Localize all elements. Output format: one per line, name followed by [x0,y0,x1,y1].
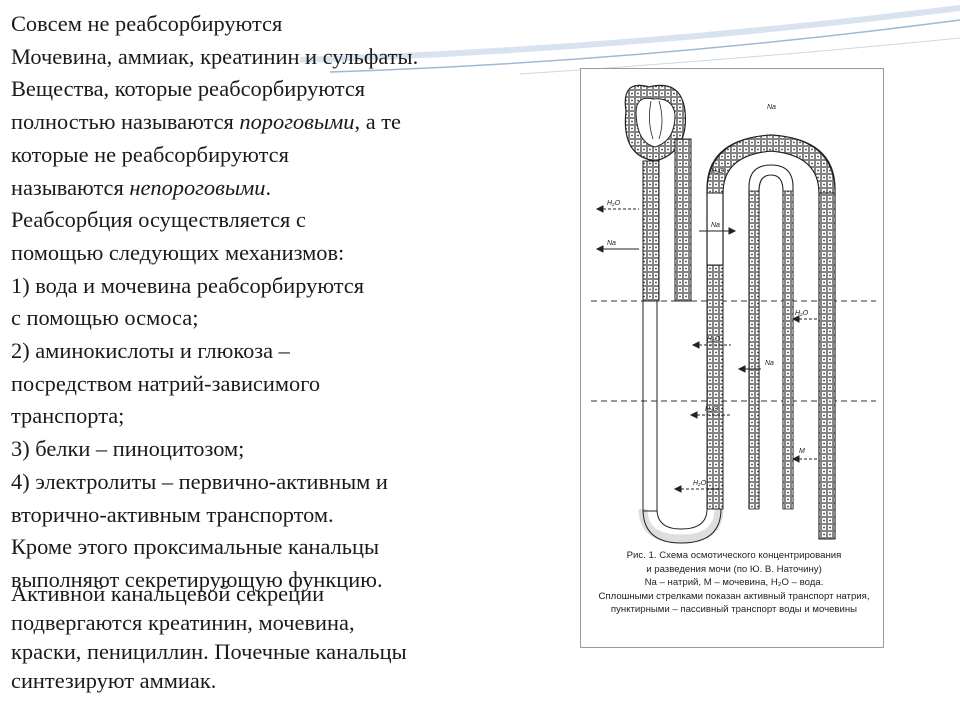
text-line-8: помощью следующих механизмов: [11,239,345,265]
label-na: Na [607,240,616,247]
label-h2o: H₂O [711,168,725,175]
text-line-14: 3) белки – пиноцитозом; [11,436,245,462]
label-h2o: H₂O [693,480,707,487]
label-na: Na [711,222,720,229]
caption-line-3: Na – натрий, М – мочевина, H₂O – вода. [644,577,824,588]
text-line-4: полностью называются пороговыми, а те [11,109,401,135]
text-line-18: выполняют секретирующую функцию. [11,566,383,592]
label-h2o: H₂O [705,406,719,413]
tail-line-2: подвергаются креатинин, мочевина, [11,610,355,635]
label-h2o: H₂O [795,310,809,317]
nephron-figure: H₂O Na Na Na H₂O H₂O H₂O Na H₂O M H₂O Ри… [580,68,884,648]
tail-line-4: синтезируют аммиак. [11,668,217,693]
proximal-tubule [642,160,660,302]
secretion-text: Активной канальцевой секреции подвергают… [11,579,571,695]
figure-caption: Рис. 1. Схема осмотического концентриров… [589,549,879,617]
nephron-diagram: H₂O Na Na Na H₂O H₂O H₂O Na H₂O M H₂O [591,84,876,544]
text-line-16: вторично-активным транспортом. [11,501,334,527]
text-line-12: посредством натрий-зависимого [11,370,321,396]
caption-line-5: пунктирными – пассивный транспорт воды и… [610,604,858,615]
caption-line-2: и разведения мочи (по Ю. В. Наточину) [646,563,822,575]
collecting-duct [818,192,836,540]
caption-line-1: Рис. 1. Схема осмотического концентриров… [626,550,842,561]
text-line-10: с помощью осмоса; [11,305,199,331]
caption-line-4: Сплошными стрелками показан активный тра… [598,590,870,602]
label-m: M [799,448,805,455]
text-line-13: транспорта; [11,403,125,429]
text-line-7: Реабсорбция осуществляется с [11,207,306,233]
label-na: Na [767,104,776,111]
label-h2o: H₂O [707,336,721,343]
tail-line-1: Активной канальцевой секреции [11,581,325,606]
term-nonthreshold: непороговыми [129,174,266,200]
text-line-17: Кроме этого проксимальные канальцы [11,534,380,560]
label-h2o: H₂O [607,200,621,207]
tail-line-3: краски, пенициллин. Почечные канальцы [11,639,407,664]
text-line-6: называются непороговыми. [11,174,272,200]
text-line-3: Вещества, которые реабсорбируются [11,76,366,102]
bowman-capsule [624,84,687,162]
label-na: Na [765,360,774,367]
thin-descending-limb [642,300,658,512]
text-line-5: которые не реабсорбируются [11,141,289,167]
term-threshold: пороговыми [239,109,355,135]
distal-segment [674,138,692,302]
main-text: Совсем не реабсорбируются Мочевина, амми… [11,8,571,597]
loop-bend [638,508,724,544]
text-line-15: 4) электролиты – первично-активным и [11,468,388,494]
thick-ascending-limb [706,264,724,510]
text-line-9: 1) вода и мочевина реабсорбируются [11,272,365,298]
text-line-1: Совсем не реабсорбируются [11,11,283,36]
text-line-2: Мочевина, аммиак, креатинин и сульфаты. [11,43,419,69]
text-line-11: 2) аминокислоты и глюкоза – [11,338,290,364]
